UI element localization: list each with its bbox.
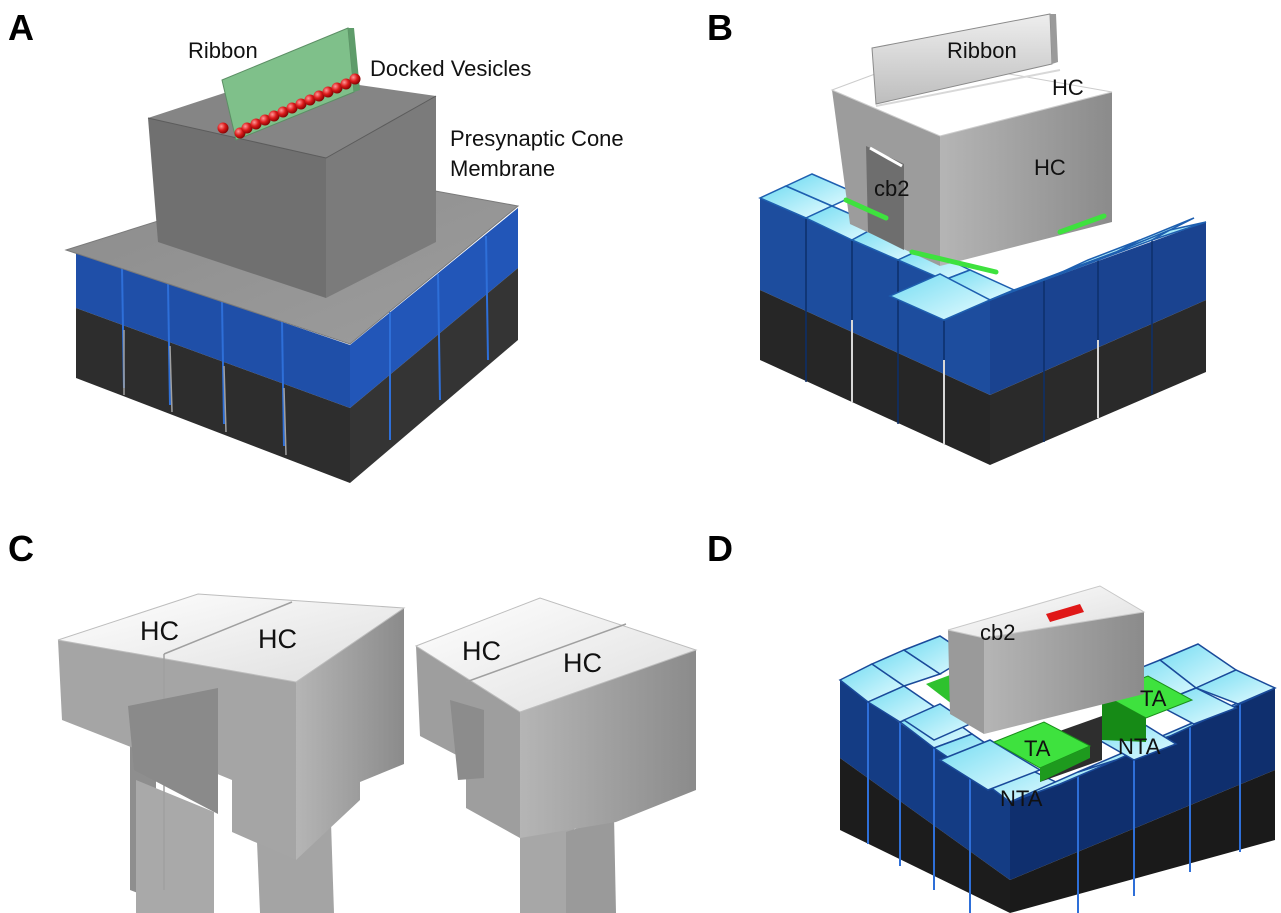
label-nta-left: NTA [1000,786,1043,811]
label-nta-right: NTA [1118,734,1161,759]
base-front-dark [76,308,350,483]
hc-right-top-face [414,597,698,713]
hc-left-right-face [296,608,404,860]
docked-vesicles [217,73,361,139]
label-hc-c-left-2: HC [258,624,297,654]
hc-right-leg-2 [566,816,616,913]
base-right-dark [350,268,518,483]
contact-strips-b [843,197,1107,275]
grid-b-left-dark [760,290,990,465]
base-front-blue [76,252,350,408]
panel-c-letter: C [8,528,34,569]
panel-d-letter: D [707,528,733,569]
cb2-block-d [947,585,1146,734]
label-ta-left: TA [1024,736,1051,761]
hc-left-leg-1 [136,780,214,913]
grid-d-left-dark [840,758,1010,913]
grid-d-wall-ridges [867,702,1241,913]
base-front-seams [121,267,287,456]
cone-pedicle-grid-d [838,635,1277,913]
ta-tile-right-side [1102,694,1146,742]
ribbon-b [871,13,1058,105]
cb2-d-top-face [947,585,1146,639]
ta-tile-left-side [1040,746,1090,782]
label-membrane-line2: Membrane [450,156,555,181]
hc-right-flap [450,700,484,780]
cb2-slot [866,146,904,250]
grid-d-right-dark [1010,770,1275,913]
cb2-marker [1046,604,1084,622]
horizontal-cell-block-b [830,57,1113,275]
label-ribbon-b: Ribbon [947,38,1017,63]
grid-b-left-blue [760,198,990,395]
cb2-d-right-face [984,612,1144,734]
label-docked-vesicles: Docked Vesicles [370,56,531,81]
base-right-seams [389,235,489,440]
cb2-d-front-face [948,630,984,734]
label-hc-c-left-1: HC [140,616,179,646]
label-hc-c-right-1: HC [462,636,501,666]
label-membrane-line1: Presynaptic Cone [450,126,624,151]
block-right-face [326,96,436,298]
cone-pedicle-grid-b [758,173,1207,465]
grid-d-left-blue [840,680,1010,880]
hc-left-flap [128,688,218,814]
label-hc-side-b: HC [1034,155,1066,180]
ribbon-b-side [1050,14,1058,64]
base-right-blue [350,208,518,408]
label-ribbon-a: Ribbon [188,38,258,63]
label-hc-top-b: HC [1052,75,1084,100]
label-cb2-b: cb2 [874,176,909,201]
hc-right-leg-1 [520,812,574,913]
panel-c: C HC HC HC HC [8,528,698,913]
panel-a: A [8,7,624,483]
panel-d: D [707,528,1277,913]
grid-b-wall-ridges [805,218,1153,444]
label-hc-c-right-2: HC [563,648,602,678]
horizontal-cell-pair-right [414,597,698,913]
hc-b-right-face [940,92,1112,266]
block-front-face [148,118,326,298]
label-ta-right: TA [1140,686,1167,711]
horizontal-cell-pair-left [57,593,406,913]
panel-b: B [707,7,1207,465]
panel-a-letter: A [8,7,34,48]
panel-b-letter: B [707,7,733,48]
hc-left-top-face [57,593,406,683]
label-cb2-d: cb2 [980,620,1015,645]
grid-d-right-blue [1010,688,1275,880]
